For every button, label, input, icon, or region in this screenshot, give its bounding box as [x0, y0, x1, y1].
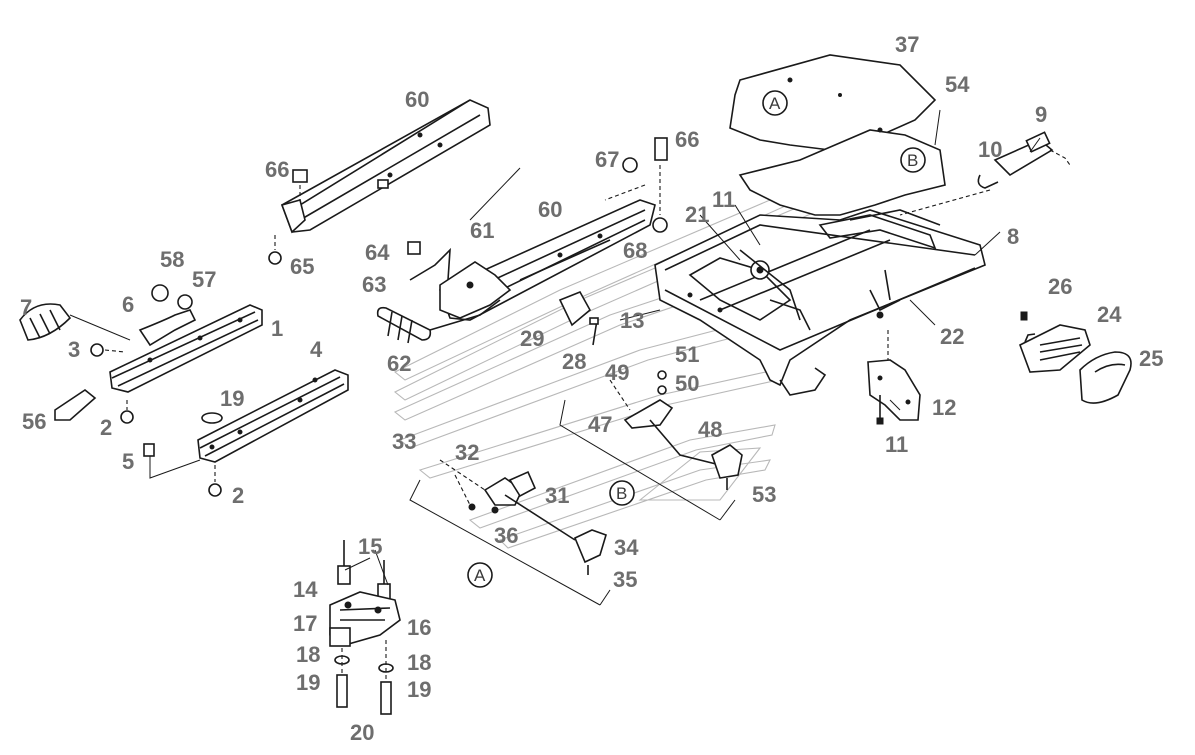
- part-label: 20: [350, 720, 374, 745]
- hinge-assembly-14-20: [329, 540, 401, 715]
- part-label: 18: [407, 650, 431, 675]
- part-label: 62: [387, 351, 411, 376]
- part-label: 28: [562, 349, 586, 374]
- circle-marker-labels: A B B A: [467, 90, 926, 588]
- rail-1-assembly: [19, 284, 263, 424]
- part-label: 49: [605, 360, 629, 385]
- part-label: 58: [160, 247, 184, 272]
- part-label: 37: [895, 32, 919, 57]
- lever-24-25-26: [1019, 311, 1132, 404]
- part-label: 9: [1035, 102, 1047, 127]
- part-label: 67: [595, 147, 619, 172]
- part-label: 6: [122, 292, 134, 317]
- part-label: 7: [20, 295, 32, 320]
- part-label: 60: [538, 197, 562, 222]
- release-mechanism-b: [559, 370, 743, 521]
- part-label: 3: [68, 337, 80, 362]
- part-label: 34: [614, 535, 639, 560]
- part-label: 35: [613, 567, 637, 592]
- part-label: 19: [220, 386, 244, 411]
- rail-4-assembly: [143, 369, 349, 497]
- rail-60-61-middle: [376, 137, 668, 346]
- part-label: 60: [405, 87, 429, 112]
- part-label: 18: [296, 642, 320, 667]
- part-label: 17: [293, 611, 317, 636]
- part-label: 2: [232, 483, 244, 508]
- part-label: 21: [685, 202, 709, 227]
- part-label: 64: [365, 240, 390, 265]
- part-label: 12: [932, 395, 956, 420]
- part-label: 68: [623, 238, 647, 263]
- part-label: 47: [588, 412, 612, 437]
- part-label: 25: [1139, 346, 1163, 371]
- plate-37-54: [729, 54, 946, 216]
- circle-marker: A: [474, 566, 486, 585]
- part-label: 36: [494, 523, 518, 548]
- part-label: 31: [545, 483, 569, 508]
- part-label: 15: [358, 534, 382, 559]
- leader-lines: [344, 109, 1041, 586]
- part-label: 5: [122, 449, 134, 474]
- part-label: 63: [362, 272, 386, 297]
- part-label: 53: [752, 482, 776, 507]
- part-label: 50: [675, 371, 699, 396]
- bracket-12: [867, 330, 921, 425]
- part-label: 26: [1048, 274, 1072, 299]
- part-label: 19: [296, 670, 320, 695]
- part-label: 61: [470, 218, 494, 243]
- part-label: 66: [675, 127, 699, 152]
- part-label: 57: [192, 267, 216, 292]
- part-label: 14: [293, 577, 318, 602]
- part-label: 24: [1097, 302, 1122, 327]
- part-label: 16: [407, 615, 431, 640]
- part-label: 13: [620, 308, 644, 333]
- part-label: 10: [978, 137, 1002, 162]
- part-label: 65: [290, 254, 314, 279]
- part-label: 8: [1007, 224, 1019, 249]
- part-label: 4: [310, 337, 323, 362]
- part-label: 11: [885, 432, 908, 457]
- part-label: 56: [22, 409, 46, 434]
- part-label: 29: [520, 326, 544, 351]
- part-label: 33: [392, 429, 416, 454]
- part-label: 66: [265, 157, 289, 182]
- part-label: 51: [675, 342, 699, 367]
- circle-marker: A: [769, 94, 781, 113]
- circle-marker: B: [616, 484, 627, 503]
- part-label: 32: [455, 440, 479, 465]
- part-label: 2: [100, 415, 112, 440]
- rail-60-upper: [268, 99, 491, 265]
- part-label: 11: [712, 187, 735, 212]
- damper-9-10: [899, 131, 1071, 216]
- circle-marker: B: [907, 151, 918, 170]
- part-label: 1: [271, 316, 283, 341]
- seat-frame-8: [654, 209, 986, 396]
- part-label: 19: [407, 677, 431, 702]
- part-label: 48: [698, 417, 722, 442]
- part-label: 22: [940, 324, 964, 349]
- part-number-labels: 60 66 65 67 66 60 68 61 64 63 62 29 28 1…: [20, 32, 1163, 745]
- release-mechanism-a: [409, 459, 611, 606]
- part-label: 54: [945, 72, 970, 97]
